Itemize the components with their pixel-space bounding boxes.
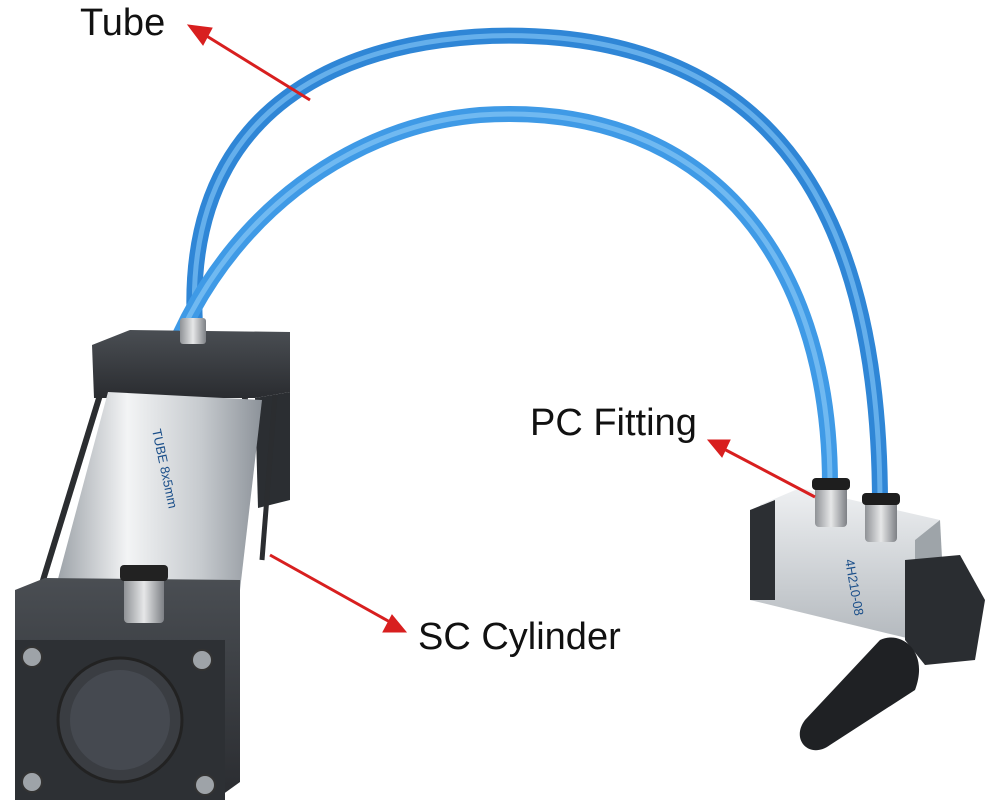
pc-fitting-arrow	[721, 446, 816, 499]
hand-valve: 4H210-08	[750, 478, 985, 751]
callout-arrows	[186, 24, 816, 633]
sc-cylinder-arrow	[269, 553, 391, 624]
pc-fitting-label: PC Fitting	[530, 402, 697, 444]
cylinder-fitting-rear	[180, 318, 206, 344]
tube-label: Tube	[80, 2, 166, 44]
cylinder-barrel	[55, 392, 262, 590]
rear-end-cap	[92, 330, 290, 398]
cylinder-fitting-front	[124, 575, 164, 623]
sc-cylinder: TUBE 8x5mm	[15, 318, 290, 800]
valve-lever	[799, 637, 920, 751]
valve-fitting-right	[865, 500, 897, 542]
valve-fitting-left	[815, 485, 847, 527]
tube-arrow	[204, 33, 311, 102]
sc-cylinder-label: SC Cylinder	[418, 616, 621, 658]
